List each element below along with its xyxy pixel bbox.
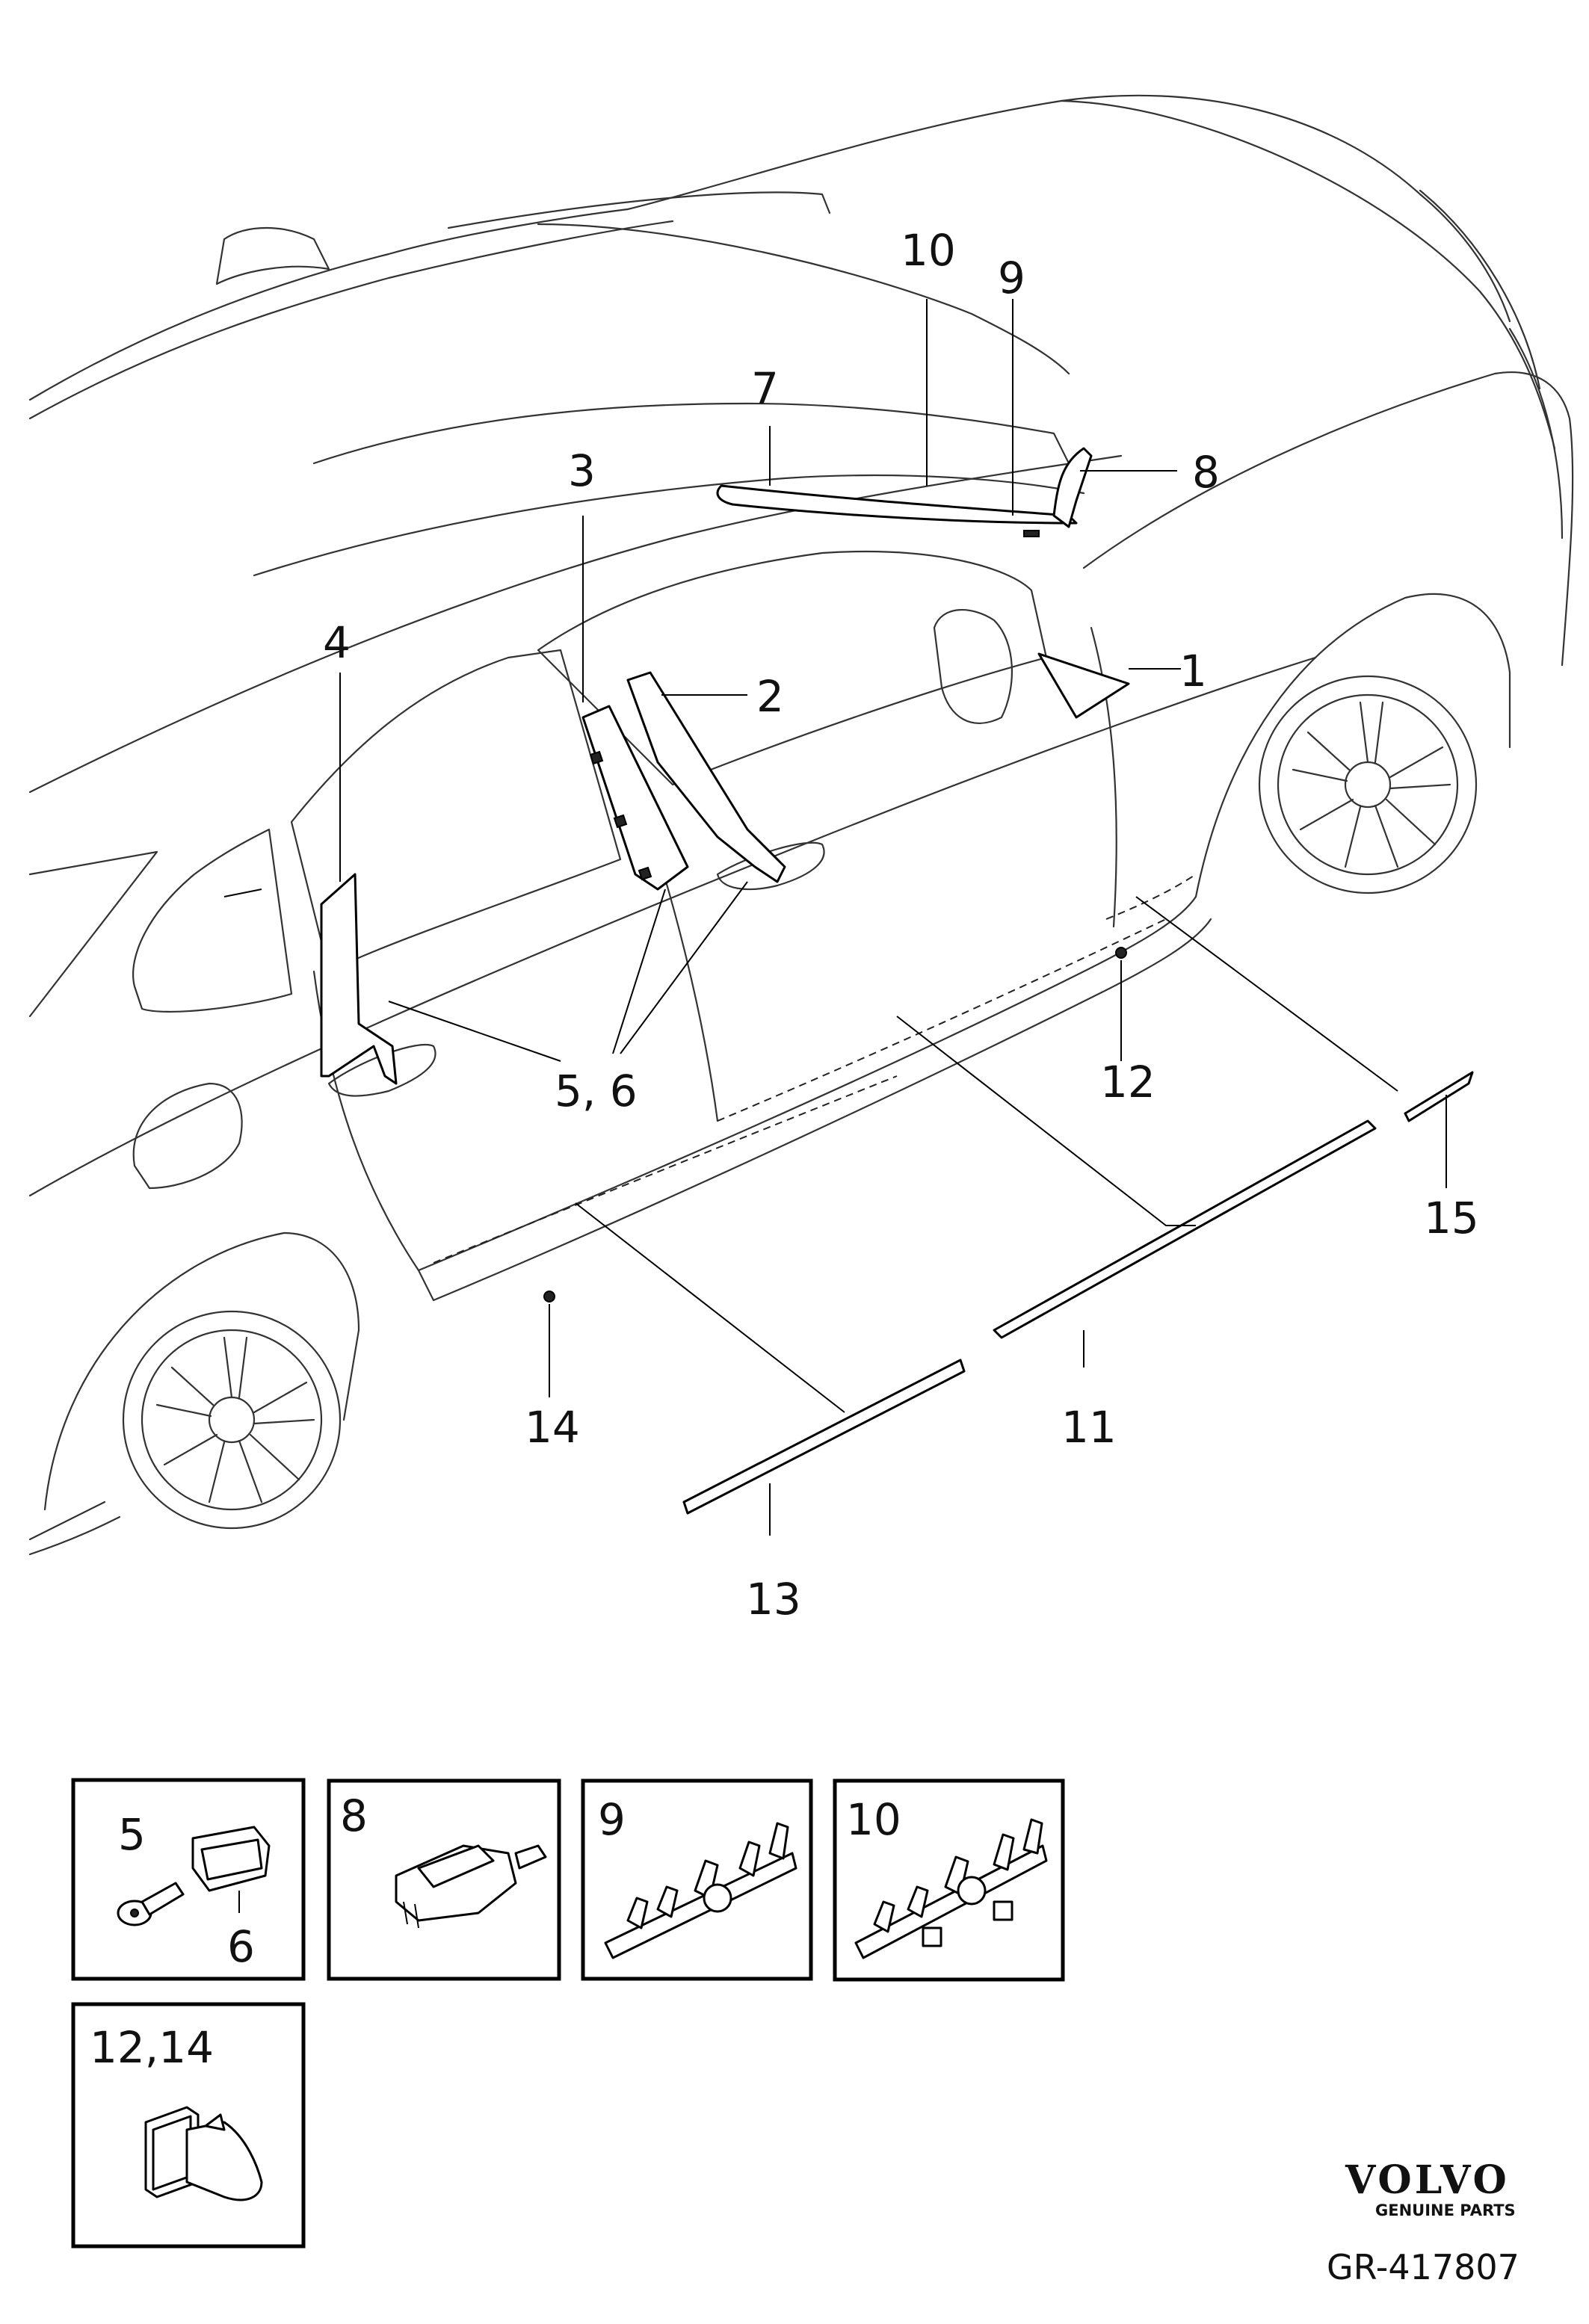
callout-labels: 1 2 3 4 5, 6 7 8 9 10 11 12 13 14 15 xyxy=(323,225,1479,1625)
callout-7: 7 xyxy=(751,363,779,414)
part-8-end-cap xyxy=(1052,447,1093,528)
detail-label-10: 10 xyxy=(846,1794,901,1845)
detail-label-12-14: 12,14 xyxy=(90,2022,214,2073)
part-14-clip xyxy=(543,1291,555,1302)
part-15-trim-piece xyxy=(1404,1071,1474,1122)
part-11-door-moulding xyxy=(993,1119,1377,1339)
callout-12: 12 xyxy=(1100,1057,1156,1107)
part-3-pillar-applique xyxy=(581,705,689,891)
callout-15: 15 xyxy=(1424,1193,1479,1243)
callout-11: 11 xyxy=(1061,1402,1117,1453)
part-12-clip xyxy=(1115,947,1127,959)
end-cap-illustration xyxy=(395,1844,547,1929)
clip-strip-10-illustration xyxy=(854,1818,1048,1959)
nut-clip-illustration xyxy=(191,1826,271,1913)
detail-box-9: 9 xyxy=(581,1778,813,1981)
detail-label-5: 5 xyxy=(118,1809,146,1860)
rivet-illustration xyxy=(117,1882,185,1926)
detail-label-6: 6 xyxy=(227,1921,255,1972)
clip-strip-9-illustration xyxy=(604,1822,797,1959)
part-2-pillar-trim xyxy=(626,671,786,883)
callout-2: 2 xyxy=(756,671,784,722)
brand-block: VOLVO GENUINE PARTS GR-417807 xyxy=(1327,2157,1519,2287)
volvo-logo-text: VOLVO xyxy=(1345,2157,1510,2203)
callout-1: 1 xyxy=(1179,646,1207,696)
detail-box-12-14: 12,14 xyxy=(71,2002,306,2249)
detail-box-5-6: 5 6 xyxy=(71,1778,306,1981)
part-4-c-pillar-trim xyxy=(320,873,398,1085)
part-1-triangle-cover xyxy=(1037,652,1130,719)
callout-8: 8 xyxy=(1192,447,1220,498)
drawing-reference: GR-417807 xyxy=(1327,2247,1519,2287)
callout-4: 4 xyxy=(323,617,351,668)
part-13-door-moulding xyxy=(682,1359,966,1515)
callout-3: 3 xyxy=(568,445,596,496)
leader-lines xyxy=(223,299,1447,1536)
callout-13: 13 xyxy=(746,1574,801,1625)
callout-10: 10 xyxy=(901,225,956,276)
part-7-roof-moulding xyxy=(716,484,1078,525)
callout-5-6: 5, 6 xyxy=(555,1066,638,1116)
car-outline xyxy=(28,94,1574,1556)
detail-label-8: 8 xyxy=(340,1790,368,1841)
detail-box-8: 8 xyxy=(327,1778,561,1981)
push-clip-illustration xyxy=(144,2106,263,2201)
callout-9: 9 xyxy=(998,253,1025,303)
detail-box-10: 10 xyxy=(833,1778,1065,1982)
callout-14: 14 xyxy=(525,1402,580,1453)
detail-label-9: 9 xyxy=(598,1794,626,1845)
genuine-parts-text: GENUINE PARTS xyxy=(1375,2201,1516,2219)
